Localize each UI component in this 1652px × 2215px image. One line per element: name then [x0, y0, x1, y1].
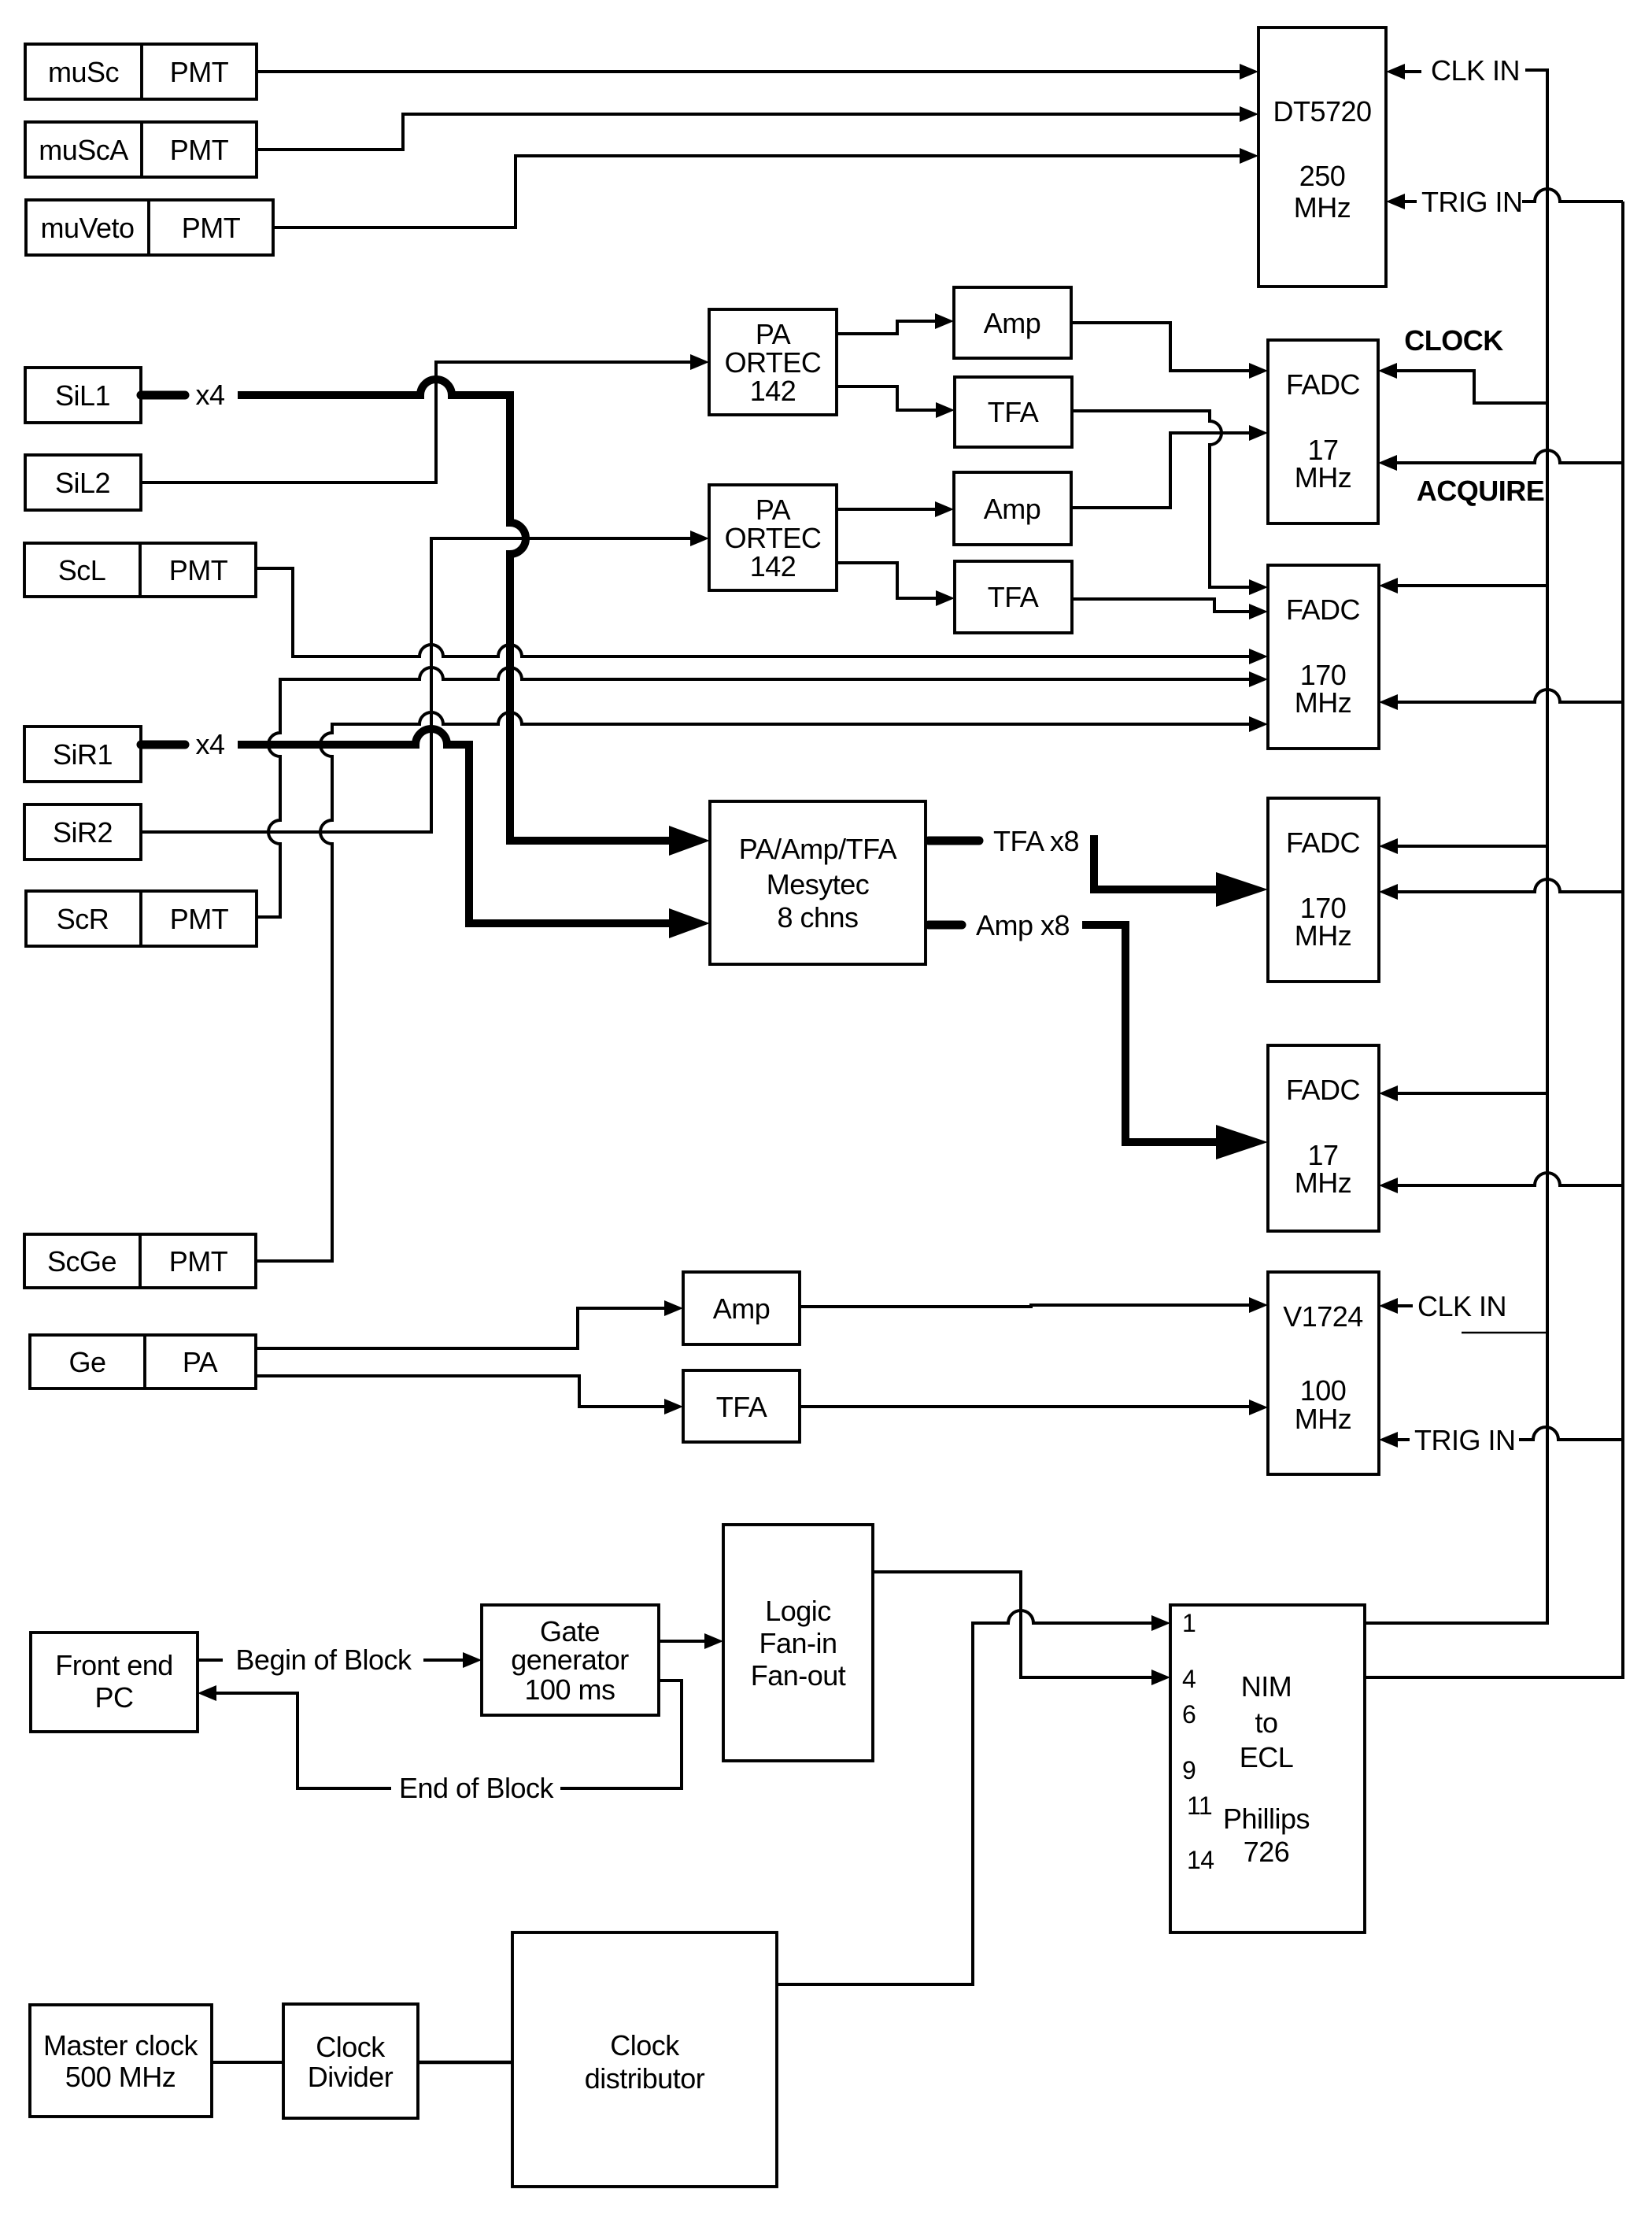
svg-text:170: 170 — [1300, 659, 1347, 691]
svg-text:Master clock: Master clock — [43, 2029, 199, 2062]
svg-text:TRIG IN: TRIG IN — [1414, 1424, 1516, 1456]
svg-text:FADC: FADC — [1286, 594, 1360, 626]
svg-text:MHz: MHz — [1295, 461, 1352, 494]
svg-text:Ge: Ge — [68, 1346, 105, 1378]
svg-text:PA: PA — [756, 318, 791, 350]
svg-text:muVeto: muVeto — [40, 212, 134, 244]
svg-text:Amp: Amp — [984, 307, 1041, 339]
svg-text:distributor: distributor — [585, 2062, 705, 2095]
svg-text:Clock: Clock — [610, 2029, 680, 2062]
svg-text:x4: x4 — [195, 379, 224, 411]
svg-text:170: 170 — [1300, 892, 1347, 924]
svg-text:Amp x8: Amp x8 — [976, 909, 1070, 941]
svg-text:ACQUIRE: ACQUIRE — [1417, 475, 1545, 507]
svg-text:CLOCK: CLOCK — [1404, 324, 1503, 357]
svg-text:17: 17 — [1307, 434, 1338, 466]
svg-text:CLK IN: CLK IN — [1431, 54, 1520, 87]
svg-text:MHz: MHz — [1295, 1167, 1352, 1199]
svg-text:TRIG IN: TRIG IN — [1421, 186, 1523, 218]
svg-text:ScR: ScR — [57, 903, 109, 935]
svg-text:726: 726 — [1244, 1836, 1290, 1868]
svg-text:to: to — [1255, 1707, 1277, 1739]
svg-text:PMT: PMT — [182, 212, 241, 244]
svg-text:Begin of Block: Begin of Block — [235, 1644, 412, 1676]
svg-text:muSc: muSc — [48, 56, 120, 88]
svg-text:SiR2: SiR2 — [53, 816, 113, 849]
svg-text:142: 142 — [750, 375, 796, 407]
svg-text:500 MHz: 500 MHz — [65, 2061, 176, 2093]
svg-text:V1724: V1724 — [1283, 1300, 1363, 1333]
svg-text:PA: PA — [183, 1346, 218, 1378]
svg-text:CLK IN: CLK IN — [1417, 1290, 1506, 1322]
svg-text:muScA: muScA — [39, 134, 128, 166]
svg-text:SiL1: SiL1 — [55, 379, 110, 412]
svg-text:MHz: MHz — [1295, 686, 1352, 719]
svg-text:8 chns: 8 chns — [777, 901, 858, 934]
svg-text:Phillips: Phillips — [1223, 1803, 1310, 1835]
svg-text:ORTEC: ORTEC — [725, 346, 822, 379]
svg-text:ScL: ScL — [58, 554, 106, 586]
svg-text:SiR1: SiR1 — [53, 738, 113, 771]
svg-text:142: 142 — [750, 550, 796, 582]
svg-text:PMT: PMT — [170, 903, 229, 935]
svg-text:6: 6 — [1182, 1700, 1196, 1729]
svg-text:17: 17 — [1307, 1139, 1338, 1171]
svg-text:PMT: PMT — [170, 134, 229, 166]
svg-text:PMT: PMT — [170, 56, 229, 88]
svg-text:PC: PC — [94, 1681, 133, 1714]
svg-text:MHz: MHz — [1295, 1403, 1352, 1435]
svg-text:FADC: FADC — [1286, 368, 1360, 401]
svg-text:PMT: PMT — [169, 554, 228, 586]
svg-text:14: 14 — [1187, 1846, 1214, 1874]
svg-text:MHz: MHz — [1295, 919, 1352, 952]
svg-text:1: 1 — [1182, 1609, 1196, 1637]
svg-text:MHz: MHz — [1294, 191, 1351, 224]
svg-text:TFA: TFA — [988, 581, 1039, 613]
svg-text:Fan-in: Fan-in — [759, 1627, 837, 1659]
svg-text:TFA: TFA — [988, 396, 1039, 428]
svg-text:ScGe: ScGe — [47, 1245, 116, 1278]
svg-text:250: 250 — [1299, 160, 1346, 192]
svg-text:Amp: Amp — [713, 1292, 771, 1325]
svg-text:Front end: Front end — [55, 1649, 173, 1681]
svg-text:TFA x8: TFA x8 — [993, 825, 1079, 857]
svg-text:Clock: Clock — [316, 2031, 386, 2063]
svg-text:TFA: TFA — [716, 1391, 767, 1423]
svg-text:SiL2: SiL2 — [55, 467, 110, 499]
svg-text:FADC: FADC — [1286, 826, 1360, 859]
svg-text:DT5720: DT5720 — [1273, 95, 1371, 128]
svg-text:FADC: FADC — [1286, 1074, 1360, 1106]
svg-text:Gate: Gate — [540, 1615, 600, 1647]
svg-text:100 ms: 100 ms — [524, 1673, 615, 1706]
svg-text:100: 100 — [1300, 1374, 1347, 1407]
svg-text:ORTEC: ORTEC — [725, 522, 822, 554]
svg-text:4: 4 — [1182, 1665, 1196, 1693]
svg-text:ECL: ECL — [1240, 1741, 1294, 1773]
svg-text:PMT: PMT — [169, 1245, 228, 1278]
svg-text:Fan-out: Fan-out — [751, 1659, 846, 1692]
svg-text:PA/Amp/TFA: PA/Amp/TFA — [739, 833, 897, 865]
svg-text:x4: x4 — [195, 728, 224, 760]
svg-text:Mesytec: Mesytec — [767, 868, 870, 900]
svg-text:Logic: Logic — [765, 1595, 831, 1627]
svg-text:Amp: Amp — [984, 493, 1041, 525]
svg-text:PA: PA — [756, 494, 791, 526]
svg-text:End of Block: End of Block — [399, 1772, 555, 1804]
svg-text:generator: generator — [511, 1644, 629, 1676]
svg-text:Divider: Divider — [308, 2061, 394, 2093]
svg-text:9: 9 — [1182, 1756, 1196, 1784]
svg-text:NIM: NIM — [1241, 1670, 1292, 1703]
svg-text:11: 11 — [1187, 1792, 1212, 1820]
